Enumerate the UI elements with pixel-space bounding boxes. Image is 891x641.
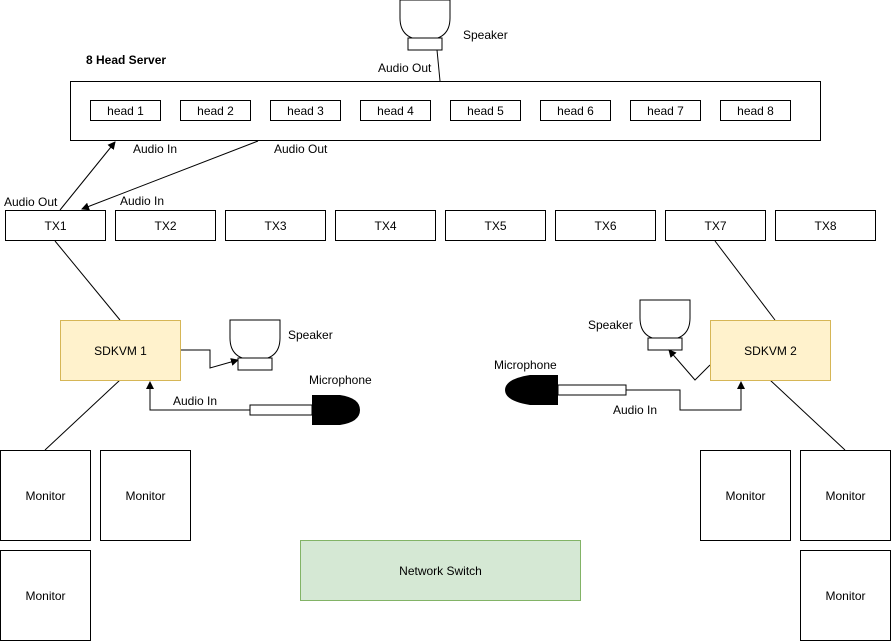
sdkvm1-to-monitor-line (44, 379, 121, 451)
tx-4: TX4 (335, 210, 436, 241)
tx-6: TX6 (555, 210, 656, 241)
top-speaker-label: Speaker (463, 28, 508, 42)
left-microphone-label: Microphone (309, 373, 372, 387)
server-audio-out-label-2: Audio Out (274, 142, 328, 156)
tx1-audio-in-label: Audio In (120, 194, 165, 208)
server-head-8: head 8 (720, 100, 791, 121)
tx-1: TX1 (5, 210, 106, 241)
tx-7: TX7 (665, 210, 766, 241)
sdkvm2-to-speaker-arrow (668, 349, 711, 381)
tx7-to-sdkvm2-line (714, 240, 776, 321)
tx1-audio-out-label: Audio Out (4, 195, 58, 209)
network-switch: Network Switch (300, 540, 581, 601)
server-head-7: head 7 (630, 100, 701, 121)
monitor-left-3: Monitor (0, 550, 91, 641)
left-speaker-icon (229, 319, 281, 371)
monitor-left-2: Monitor (100, 450, 191, 541)
microphone1-to-sdkvm1-arrow (146, 381, 250, 411)
tx-8: TX8 (775, 210, 876, 241)
top-speaker-icon (399, 0, 451, 51)
left-microphone-icon (249, 395, 360, 425)
right-speaker-label: Speaker (588, 318, 633, 332)
monitor-left-1: Monitor (0, 450, 91, 541)
tx-3: TX3 (225, 210, 326, 241)
sdkvm1-to-speaker-arrow (180, 349, 239, 369)
server-head-5: head 5 (450, 100, 521, 121)
right-microphone-icon (505, 375, 627, 405)
server-audio-out-label: Audio Out (378, 61, 432, 75)
right-speaker-icon (639, 299, 691, 351)
server-audio-out-to-speaker-line (436, 49, 441, 82)
server-title: 8 Head Server (86, 53, 167, 67)
tx-2: TX2 (115, 210, 216, 241)
microphone2-to-sdkvm2-arrow (626, 381, 745, 411)
left-speaker-label: Speaker (288, 328, 333, 342)
tx1-to-sdkvm1-line (54, 240, 121, 321)
server-head-3: head 3 (270, 100, 341, 121)
monitor-right-1: Monitor (700, 450, 791, 541)
server-head-4: head 4 (360, 100, 431, 121)
right-audio-in-label: Audio In (613, 403, 658, 417)
server-head-1: head 1 (90, 100, 161, 121)
monitor-right-3: Monitor (800, 550, 891, 641)
server-head-6: head 6 (540, 100, 611, 121)
sdkvm-2: SDKVM 2 (710, 320, 831, 381)
server-audio-out-to-tx1-arrow (81, 140, 259, 211)
left-audio-in-label: Audio In (173, 394, 218, 408)
server-audio-in-label: Audio In (133, 142, 178, 156)
right-microphone-label: Microphone (494, 358, 557, 372)
server-head-2: head 2 (180, 100, 251, 121)
sdkvm-1: SDKVM 1 (60, 320, 181, 381)
tx-5: TX5 (445, 210, 546, 241)
sdkvm2-to-monitor-line (769, 379, 846, 451)
monitor-right-2: Monitor (800, 450, 891, 541)
tx1-audio-out-to-server-arrow (59, 141, 116, 211)
